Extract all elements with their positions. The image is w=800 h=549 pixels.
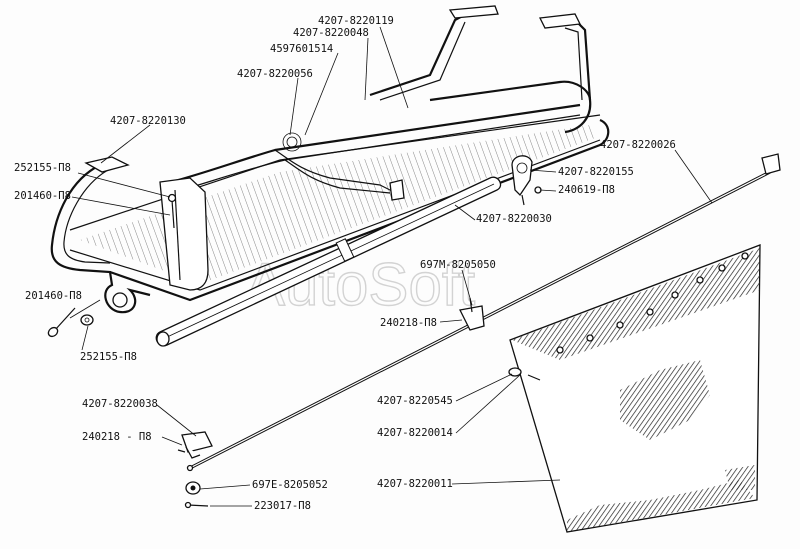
clip-icon bbox=[511, 155, 542, 206]
leader-lines bbox=[69, 26, 713, 507]
label-4207-8220545: 4207-8220545 bbox=[377, 395, 453, 407]
label-4207-8220056: 4207-8220056 bbox=[237, 68, 313, 80]
label-4207-8220038: 4207-8220038 bbox=[82, 398, 158, 410]
bracket-icon bbox=[177, 431, 213, 459]
label-4207-8220130: 4207-8220130 bbox=[110, 115, 186, 127]
label-201460-p8-top: 201460-П8 bbox=[14, 190, 71, 202]
label-4207-8220026: 4207-8220026 bbox=[600, 139, 676, 151]
label-240218-p8-bottom: 240218 - П8 bbox=[82, 431, 152, 443]
support-tube bbox=[155, 176, 502, 347]
label-4207-8220030: 4207-8220030 bbox=[476, 213, 552, 225]
label-4207-8220014: 4207-8220014 bbox=[377, 427, 453, 439]
label-4207-8220011: 4207-8220011 bbox=[377, 478, 453, 490]
label-4207-8220119: 4207-8220119 bbox=[318, 15, 394, 27]
part-labels: 4207-8220119 4207-8220048 4597601514 420… bbox=[14, 15, 676, 512]
luggage-cradle-frame bbox=[50, 5, 610, 314]
label-252155-p8-top: 252155-П8 bbox=[14, 162, 71, 174]
curtain-panel bbox=[508, 244, 761, 533]
curtain-rod bbox=[186, 153, 781, 472]
label-4597601514: 4597601514 bbox=[270, 43, 333, 55]
label-201460-p8-bottom: 201460-П8 bbox=[25, 290, 82, 302]
end-fitting bbox=[184, 481, 209, 509]
label-4207-8220155: 4207-8220155 bbox=[558, 166, 634, 178]
label-4207-8220048: 4207-8220048 bbox=[293, 27, 369, 39]
label-240619-p8: 240619-П8 bbox=[558, 184, 615, 196]
label-697m-8205050: 697М-8205050 bbox=[420, 259, 496, 271]
washer-icon bbox=[80, 314, 94, 326]
bolt-icon bbox=[47, 307, 76, 338]
label-240218-p8-mid: 240218-П8 bbox=[380, 317, 437, 329]
label-697e-8205052: 697Е-8205052 bbox=[252, 479, 328, 491]
label-252155-p8-bottom: 252155-П8 bbox=[80, 351, 137, 363]
label-223017-p8: 223017-П8 bbox=[254, 500, 311, 512]
